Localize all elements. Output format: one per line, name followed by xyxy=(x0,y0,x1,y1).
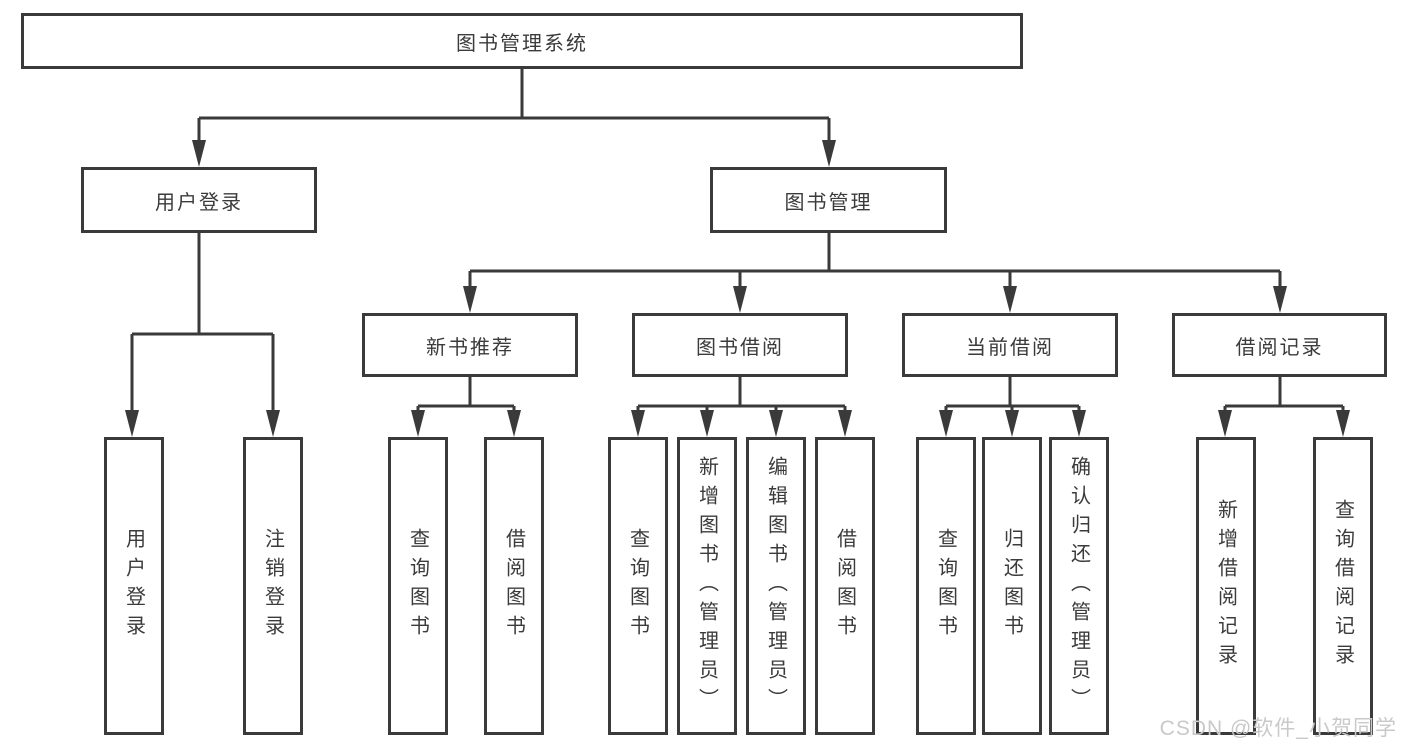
arrowhead xyxy=(266,410,280,437)
leaf-return-book: 归还图书 xyxy=(982,437,1042,735)
node-label: 编辑图书（管理员） xyxy=(764,455,787,717)
arrowhead xyxy=(939,410,953,437)
arrowhead xyxy=(125,410,139,437)
arrowhead xyxy=(769,410,783,437)
node-label: 用户登录 xyxy=(122,528,145,644)
node-user-login: 用户登录 xyxy=(81,167,317,233)
arrowhead xyxy=(1005,410,1019,437)
node-label: 图书借阅 xyxy=(696,336,784,359)
node-label: 借阅图书 xyxy=(502,528,525,644)
arrowhead xyxy=(631,410,645,437)
node-label: 借阅记录 xyxy=(1235,336,1324,359)
leaf-add-book-admin: 新增图书（管理员） xyxy=(677,437,737,735)
leaf-logout: 注销登录 xyxy=(243,437,303,735)
node-label: 用户登录 xyxy=(155,191,243,214)
node-label: 归还图书 xyxy=(1000,528,1023,644)
node-label: 图书管理 xyxy=(784,191,873,214)
watermark: CSDN @软件_小贺同学 xyxy=(1159,717,1397,740)
node-label: 借阅图书 xyxy=(833,528,856,644)
node-label: 新书推荐 xyxy=(426,336,514,359)
node-label: 查询借阅记录 xyxy=(1331,499,1354,673)
arrowhead xyxy=(411,410,425,437)
node-new-book-recommend: 新书推荐 xyxy=(362,313,578,377)
node-system-root: 图书管理系统 xyxy=(21,13,1023,69)
node-book-management: 图书管理 xyxy=(710,167,947,233)
arrowhead xyxy=(733,286,747,313)
arrowhead xyxy=(822,140,836,167)
arrowhead xyxy=(463,286,477,313)
node-label: 查询图书 xyxy=(626,528,649,644)
node-label: 图书管理系统 xyxy=(456,32,588,55)
leaf-add-borrow-record: 新增借阅记录 xyxy=(1196,437,1256,735)
node-current-borrow: 当前借阅 xyxy=(902,313,1118,377)
leaf-borrow-query-book: 查询图书 xyxy=(608,437,668,735)
leaf-query-borrow-record: 查询借阅记录 xyxy=(1313,437,1373,735)
arrowhead xyxy=(700,410,714,437)
arrowhead xyxy=(192,140,206,167)
leaf-recommend-query-book: 查询图书 xyxy=(388,437,448,735)
arrowhead xyxy=(1003,286,1017,313)
arrowhead xyxy=(1273,286,1287,313)
leaf-borrow-book: 借阅图书 xyxy=(815,437,875,735)
arrowhead xyxy=(1218,410,1232,437)
node-label: 查询图书 xyxy=(406,528,429,644)
arrowhead xyxy=(507,410,521,437)
leaf-confirm-return-admin: 确认归还（管理员） xyxy=(1049,437,1109,735)
leaf-current-query-book: 查询图书 xyxy=(916,437,976,735)
node-borrow-record: 借阅记录 xyxy=(1172,313,1387,377)
arrowhead xyxy=(838,410,852,437)
node-label: 当前借阅 xyxy=(966,336,1054,359)
node-label: 确认归还（管理员） xyxy=(1067,455,1090,717)
node-label: 查询图书 xyxy=(934,528,957,644)
node-label: 注销登录 xyxy=(261,528,284,644)
arrowhead xyxy=(1336,410,1350,437)
leaf-user-login: 用户登录 xyxy=(104,437,164,735)
arrowhead xyxy=(1072,410,1086,437)
node-book-borrow: 图书借阅 xyxy=(632,313,848,377)
leaf-recommend-borrow-book: 借阅图书 xyxy=(484,437,544,735)
node-label: 新增借阅记录 xyxy=(1214,499,1237,673)
leaf-edit-book-admin: 编辑图书（管理员） xyxy=(746,437,806,735)
node-label: 新增图书（管理员） xyxy=(695,455,718,717)
